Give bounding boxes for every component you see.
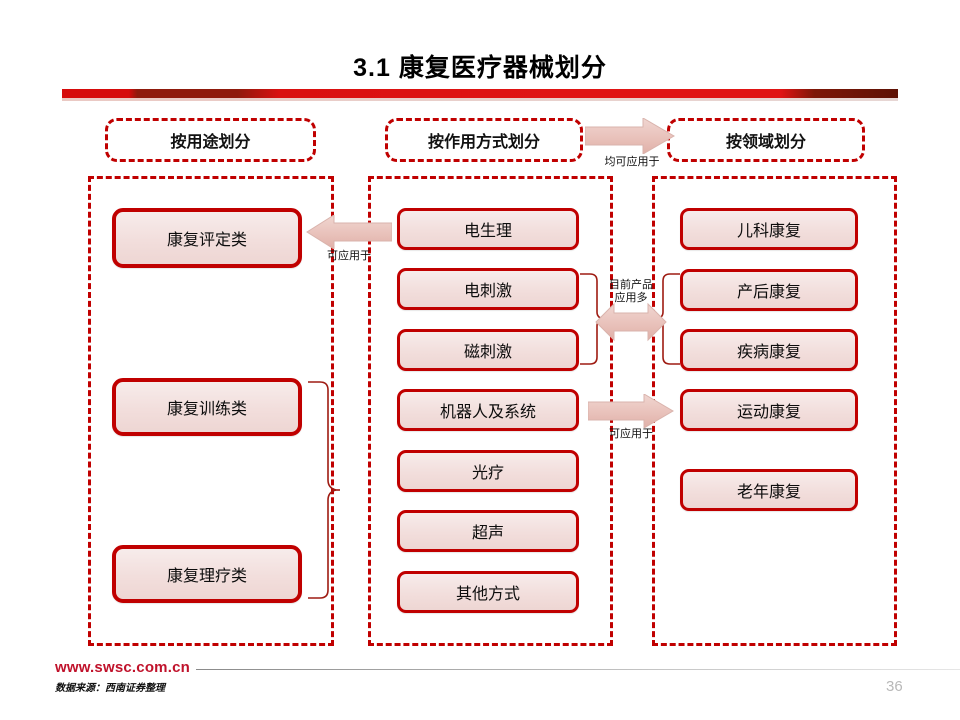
node-label: 超声 [471, 525, 504, 542]
brace-by-use [306, 380, 340, 600]
node-label: 磁刺激 [463, 344, 512, 361]
arrow-label-method-field-current-line2: 应用多 [614, 292, 648, 304]
footer-website-url[interactable]: www.swsc.com.cn [55, 659, 190, 676]
header-label-by-method: 按作用方式划分 [427, 134, 540, 151]
node-by-method-3[interactable]: 机器人及系统 [397, 389, 579, 431]
node-by-field-4[interactable]: 老年康复 [680, 469, 858, 511]
node-by-use-2[interactable]: 康复理疗类 [112, 545, 302, 603]
arrow-label-method-field-current-line1: 目前产品 [609, 279, 653, 291]
node-by-method-4[interactable]: 光疗 [397, 450, 579, 492]
arrow-label-method-to-field-top: 均可应用于 [604, 156, 660, 168]
arrow-label-method-to-use: 可应用于 [327, 250, 371, 262]
node-by-method-0[interactable]: 电生理 [397, 208, 579, 250]
node-by-use-0[interactable]: 康复评定类 [112, 208, 302, 268]
header-pill-by-field: 按领域划分 [667, 118, 865, 162]
node-label: 产后康复 [736, 284, 801, 301]
footer-divider [196, 669, 960, 670]
node-label: 其他方式 [455, 586, 520, 603]
arrow-method-to-field-top [585, 118, 675, 154]
page-number: 36 [886, 678, 903, 695]
column-container-by-use [88, 176, 334, 646]
header-label-by-field: 按领域划分 [725, 134, 806, 151]
node-label: 康复训练类 [166, 401, 247, 418]
arrow-label-method-to-field-mid: 可应用于 [609, 428, 653, 440]
title-divider-shadow [62, 98, 898, 101]
node-label: 老年康复 [736, 484, 801, 501]
header-pill-by-method: 按作用方式划分 [385, 118, 583, 162]
node-label: 儿科康复 [736, 223, 801, 240]
node-by-method-1[interactable]: 电刺激 [397, 268, 579, 310]
node-by-method-5[interactable]: 超声 [397, 510, 579, 552]
node-label: 机器人及系统 [439, 404, 536, 421]
node-label: 电刺激 [463, 283, 512, 300]
footer-source-note: 数据来源：西南证券整理 [55, 683, 165, 694]
node-label: 运动康复 [736, 404, 801, 421]
arrow-method-field-current [595, 300, 667, 344]
node-label: 疾病康复 [736, 344, 801, 361]
node-by-field-1[interactable]: 产后康复 [680, 269, 858, 311]
node-by-field-2[interactable]: 疾病康复 [680, 329, 858, 371]
node-by-field-3[interactable]: 运动康复 [680, 389, 858, 431]
node-by-use-1[interactable]: 康复训练类 [112, 378, 302, 436]
node-label: 光疗 [471, 465, 504, 482]
header-pill-by-use: 按用途划分 [105, 118, 316, 162]
node-label: 康复理疗类 [166, 568, 247, 585]
node-by-method-6[interactable]: 其他方式 [397, 571, 579, 613]
header-label-by-use: 按用途划分 [170, 134, 251, 151]
page-title: 3.1 康复医疗器械划分 [353, 54, 607, 82]
arrow-method-to-field-mid [588, 394, 674, 428]
arrow-method-to-use [306, 215, 392, 249]
title-divider-bar [62, 89, 898, 98]
node-label: 电生理 [463, 223, 512, 240]
node-by-method-2[interactable]: 磁刺激 [397, 329, 579, 371]
node-label: 康复评定类 [166, 232, 247, 249]
node-by-field-0[interactable]: 儿科康复 [680, 208, 858, 250]
